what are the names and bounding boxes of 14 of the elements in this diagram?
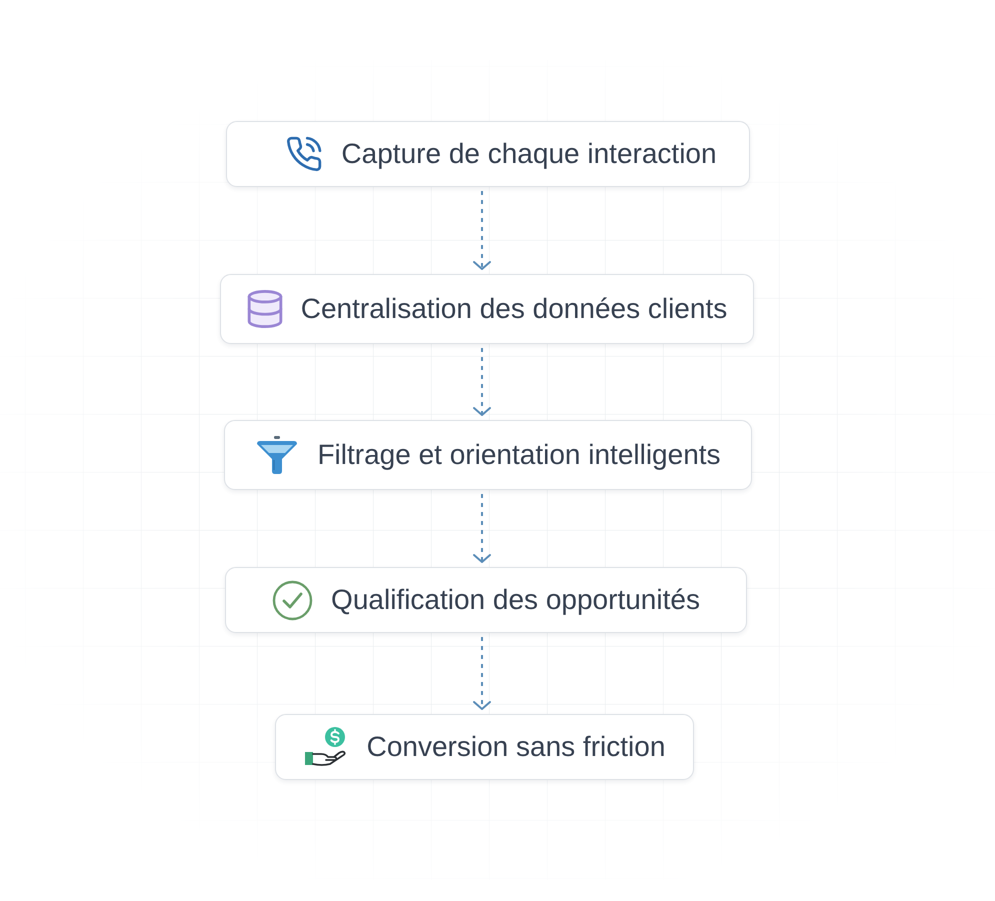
step-label: Filtrage et orientation intelligents bbox=[317, 438, 721, 472]
step-box bbox=[225, 567, 747, 633]
arrow bbox=[473, 637, 491, 710]
step-box bbox=[275, 714, 694, 780]
step-label: Qualification des opportunités bbox=[331, 583, 700, 617]
step-label: Centralisation des données clients bbox=[300, 292, 728, 326]
arrow bbox=[473, 348, 491, 416]
arrow bbox=[473, 191, 491, 270]
step-box bbox=[220, 274, 754, 344]
step-label: Conversion sans friction bbox=[366, 730, 666, 764]
arrow bbox=[473, 494, 491, 563]
step-box bbox=[224, 420, 752, 490]
step-label: Capture de chaque interaction bbox=[341, 137, 717, 171]
step-box bbox=[226, 121, 750, 187]
